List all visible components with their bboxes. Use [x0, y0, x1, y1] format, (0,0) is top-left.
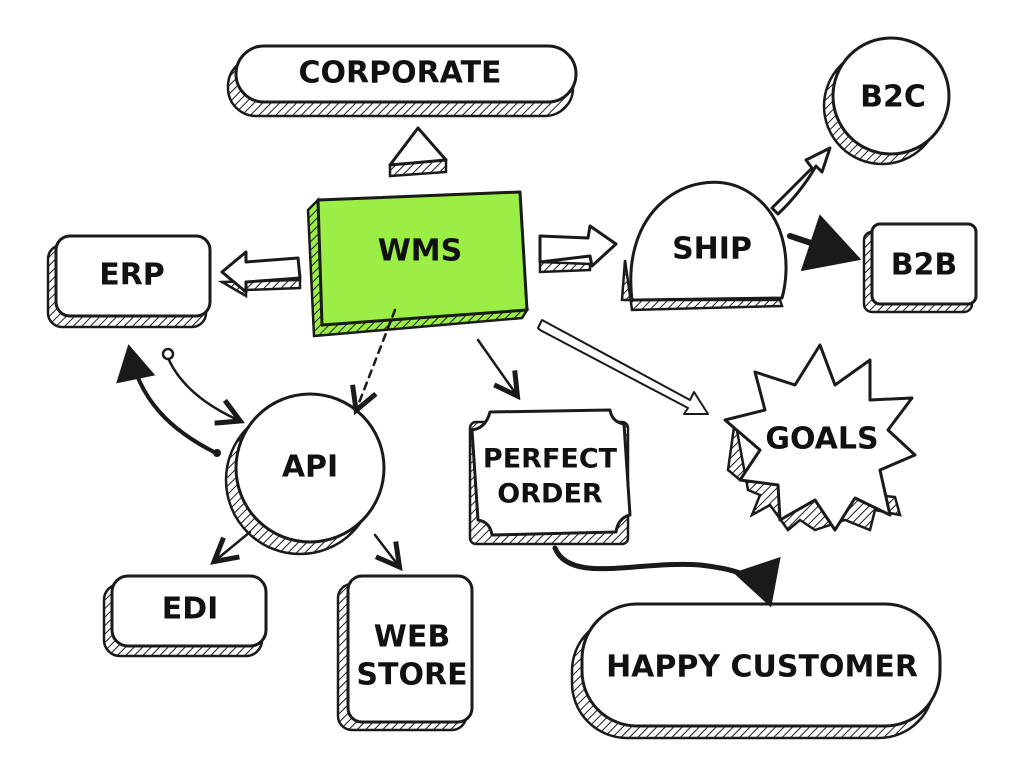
- node-api: API: [224, 392, 386, 556]
- node-erp: ERP: [46, 234, 212, 329]
- corporate-label: CORPORATE: [298, 56, 501, 91]
- api-label: API: [282, 450, 338, 485]
- connector-ring-icon: [161, 347, 175, 361]
- perfect-order-label-line2: ORDER: [497, 479, 603, 510]
- node-corporate: CORPORATE: [226, 44, 578, 118]
- arrow-perfect-order-to-happy-customer: [552, 545, 781, 608]
- connector-dot-icon: [213, 449, 221, 457]
- goals-label: GOALS: [765, 422, 878, 457]
- arrow-erp-to-api: [166, 356, 238, 420]
- arrow-wms-to-perfect-order: [476, 338, 516, 394]
- dashed-arrow-wms-to-api: [357, 308, 397, 408]
- web-store-label-line1: WEB: [374, 620, 450, 655]
- node-b2b: B2B: [862, 222, 978, 314]
- perfect-order-label-line1: PERFECT: [483, 444, 618, 475]
- node-b2c: B2C: [822, 36, 951, 166]
- edi-label: EDI: [162, 592, 219, 627]
- block-arrow-wms-to-erp: [217, 250, 302, 299]
- happy-customer-label: HAPPY CUSTOMER: [606, 650, 918, 685]
- block-arrow-wms-to-ship: [538, 224, 618, 274]
- b2b-label: B2B: [891, 248, 958, 283]
- node-web-store: WEB STORE: [336, 574, 474, 732]
- erp-label: ERP: [99, 258, 165, 293]
- wms-label: WMS: [378, 234, 463, 269]
- node-happy-customer: HAPPY CUSTOMER: [570, 602, 942, 740]
- arrow-api-to-web-store: [373, 533, 398, 565]
- arrow-ship-to-b2b: [787, 214, 862, 272]
- node-edi: EDI: [102, 574, 268, 658]
- node-wms: WMS: [306, 190, 530, 338]
- b2c-label: B2C: [860, 80, 926, 115]
- web-store-label-line2: STORE: [356, 658, 467, 693]
- arrow-api-to-erp: [116, 344, 218, 455]
- node-perfect-order: PERFECT ORDER: [468, 408, 632, 546]
- hollow-arrow-wms-to-goals: [537, 319, 709, 415]
- node-ship: SHIP: [620, 180, 788, 312]
- node-goals: GOALS: [723, 343, 917, 532]
- ship-label: SHIP: [672, 232, 752, 267]
- triangle-arrow-up-icon: [388, 126, 448, 178]
- hollow-arrow-ship-to-b2c: [770, 146, 832, 216]
- arrow-api-to-edi: [216, 530, 252, 560]
